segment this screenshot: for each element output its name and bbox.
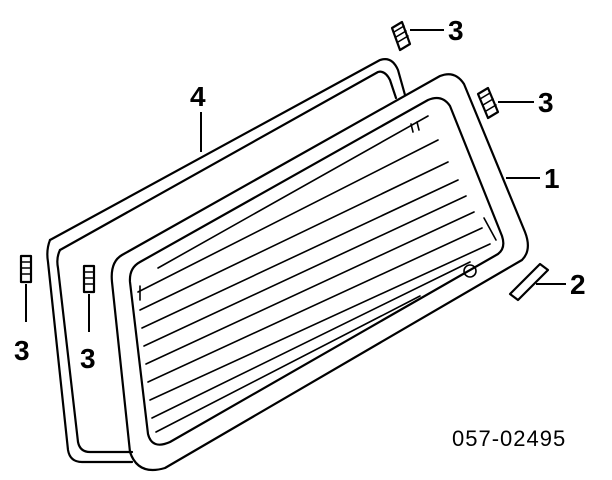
rear-glass-part-1: [110, 73, 529, 472]
callout-3-left-a: 3: [14, 335, 30, 366]
wiper-hole: [463, 264, 477, 278]
callout-2: 2: [570, 269, 586, 300]
leader-lines: [25, 29, 566, 332]
spacer-part-2: [508, 262, 550, 302]
stud-left-b: [82, 264, 96, 294]
callout-4: 4: [190, 81, 206, 112]
callout-3-right: 3: [538, 87, 554, 118]
defroster-grid: [137, 115, 497, 433]
callout-1: 1: [544, 163, 560, 194]
stud-top: [390, 20, 412, 52]
callout-3-left-b: 3: [80, 343, 96, 374]
stud-left-a: [19, 254, 33, 284]
stud-right: [476, 86, 500, 120]
molding-frame-part-4: [46, 58, 407, 464]
callout-3-top: 3: [448, 15, 464, 46]
diagram-code: 057-02495: [452, 426, 566, 451]
